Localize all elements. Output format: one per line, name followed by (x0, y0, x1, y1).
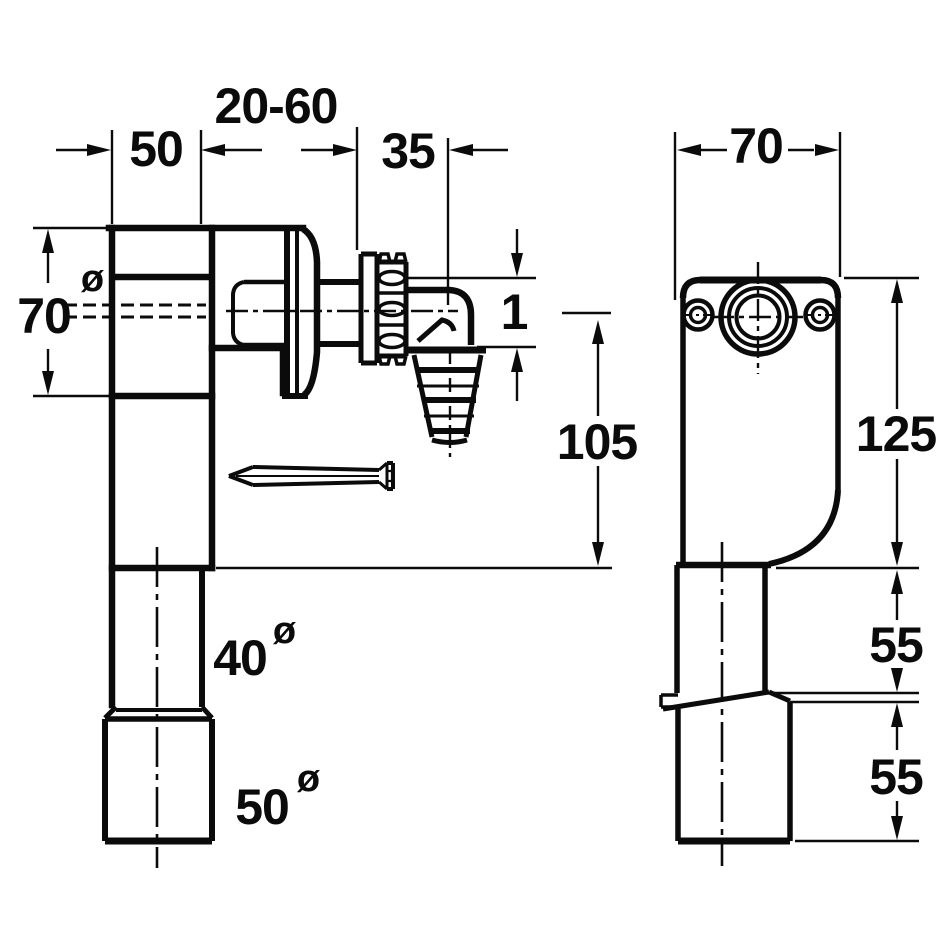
dim-drop-label: 105 (557, 414, 638, 470)
dim-flange-dia-symbol: ø (81, 258, 105, 300)
drain-pipe (102, 568, 215, 845)
front-body (676, 276, 842, 569)
wall-flange (231, 226, 321, 399)
arrowheads (42, 144, 903, 840)
centerlines-side (64, 303, 458, 868)
dim-spout-label: 35 (381, 123, 435, 179)
front-drain-pipe (659, 565, 793, 845)
front-view (659, 262, 842, 866)
hose-elbow (406, 286, 475, 345)
dimension-lines: 50 20-60 35 70 ø 1 105 40 ø 50 ø 70 125 … (17, 78, 937, 843)
dim-pipe-dia-symbol: ø (273, 610, 297, 652)
dim-depth-label: 50 (129, 121, 183, 177)
union-nut (358, 251, 409, 366)
centerlines-front (683, 262, 835, 866)
dim-wall-range-label: 20-60 (215, 78, 338, 134)
dim-socket-dia-symbol: ø (297, 758, 321, 800)
mounting-screw (228, 461, 395, 491)
threaded-sleeve (317, 279, 361, 347)
extension-lines (33, 127, 919, 843)
dim-offset-label: 1 (501, 284, 528, 340)
hose-barb (408, 346, 486, 445)
dim-pipe-dia-label: 40 (213, 630, 267, 686)
dimension-labels: 50 20-60 35 70 ø 1 105 40 ø 50 ø 70 125 … (17, 78, 937, 835)
dim-socket-dia-label: 50 (235, 779, 289, 835)
dim-width-label: 70 (729, 118, 783, 174)
dim-height-label: 125 (856, 406, 937, 462)
side-view (64, 224, 486, 868)
dim-flange-dia-label: 70 (17, 288, 71, 344)
side-body-outline (105, 224, 307, 709)
dim-pipe-upper-label: 55 (869, 617, 923, 673)
dim-pipe-lower-label: 55 (869, 749, 923, 805)
